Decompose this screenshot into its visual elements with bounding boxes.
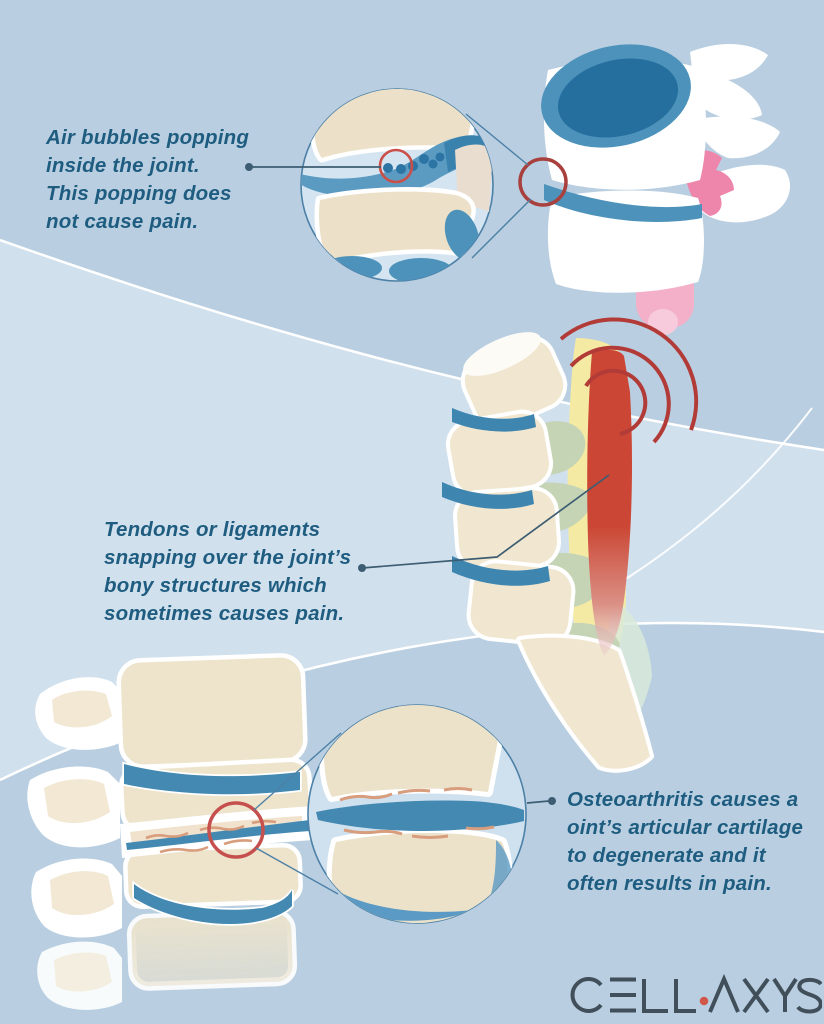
osteoarthritis-spine-illustration — [27, 653, 314, 1010]
vertebra-3d-illustration — [518, 44, 790, 335]
caption-line: to degenerate and it — [567, 844, 766, 867]
degeneration-highlight-circle — [207, 801, 265, 859]
caption-line: Osteoarthritis causes a — [567, 788, 799, 811]
magnifier-link-line — [471, 198, 532, 259]
healthy-disc — [132, 880, 294, 926]
caption-connector-osteoarthritis — [526, 797, 556, 805]
cellaxys-wordmark-icon — [570, 973, 823, 1014]
caption-line: Tendons or ligaments — [104, 518, 321, 541]
caption-line: not cause pain. — [46, 210, 199, 233]
magnifier-link-line — [253, 732, 342, 811]
joint-highlight-circle — [518, 157, 568, 207]
caption-connector-air-bubbles — [245, 163, 381, 171]
tendon-spine-illustration — [442, 317, 699, 773]
caption-connector-tendons — [358, 474, 610, 572]
osteoarthritis-magnifier — [307, 704, 527, 924]
caption-line: often results in pain. — [567, 872, 772, 895]
cartilage-crackle — [339, 787, 495, 839]
magnifier-link-line — [465, 113, 529, 166]
thinned-disc — [316, 800, 524, 831]
caption-line: bony structures which — [104, 574, 327, 597]
air-bubbles-magnifier — [300, 88, 494, 282]
caption-line: inside the joint. — [46, 154, 200, 177]
inflamed-ligament — [587, 349, 632, 656]
caption-air-bubbles: Air bubbles popping inside the joint. Th… — [46, 124, 249, 236]
caption-tendon-snap: Tendons or ligaments snapping over the j… — [104, 516, 351, 628]
magnifier-link-line — [255, 847, 339, 895]
pain-waves-icon — [559, 317, 699, 444]
bubble-highlight-circle — [378, 148, 414, 184]
cellaxys-logo: CELLAXYS — [566, 970, 823, 1018]
caption-line: Air bubbles popping — [46, 126, 250, 149]
healthy-disc — [122, 761, 302, 797]
caption-line: snapping over the joint’s — [104, 546, 352, 569]
cartilage-crackle — [145, 819, 277, 854]
caption-line: This popping does — [46, 182, 232, 205]
caption-line: oint’s articular cartilage — [567, 816, 804, 839]
logo-dot-icon — [699, 996, 709, 1006]
caption-osteoarthritis: Osteoarthritis causes a oint’s articular… — [567, 786, 803, 898]
caption-line: sometimes causes pain. — [104, 602, 345, 625]
